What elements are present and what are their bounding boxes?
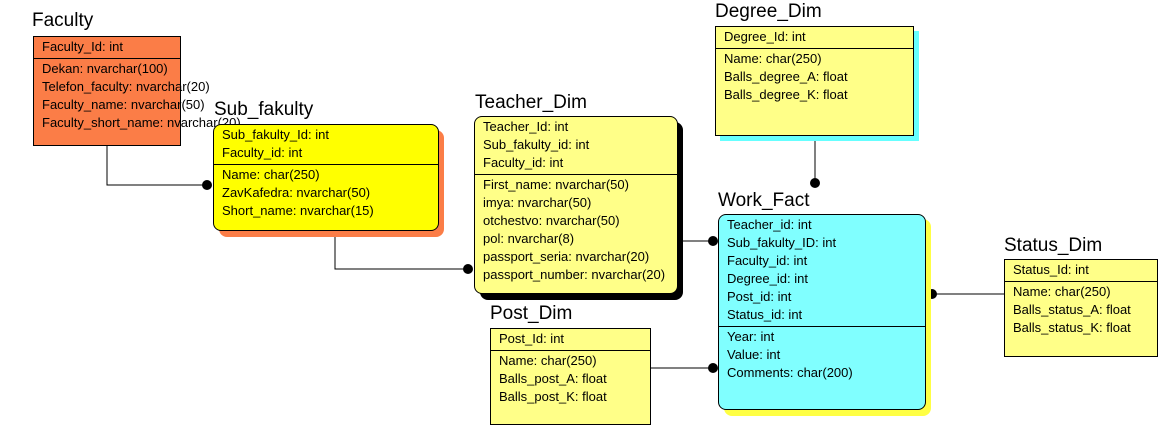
teacher-dim-attrs: First_name: nvarchar(50) imya: nvarchar(… <box>475 174 677 286</box>
post-dim-attrs: Name: char(250) Balls_post_A: float Ball… <box>491 350 650 408</box>
field-row: Status_Id: int <box>1013 262 1089 277</box>
degree-dim-keys: Degree_Id: int <box>716 27 913 48</box>
field-row: Sub_fakulty_ID: int <box>727 235 837 250</box>
field-row: Sub_fakulty_id: int <box>483 137 590 152</box>
status-dim-keys: Status_Id: int <box>1005 260 1157 281</box>
relation-dot <box>708 363 718 373</box>
sub-fakulty-title: Sub_fakulty <box>214 99 314 120</box>
field-row: ZavKafedra: nvarchar(50) <box>222 185 371 200</box>
work-fact-title: Work_Fact <box>718 190 810 211</box>
field-row: Year: int <box>727 329 775 344</box>
field-row: Degree_id: int <box>727 271 808 286</box>
field-row: Name: char(250) <box>499 353 597 368</box>
faculty-attrs: Dekan: nvarchar(100) Telefon_faculty: nv… <box>34 58 241 134</box>
field-row: Balls_degree_A: float <box>724 69 848 84</box>
post-dim-entity[interactable]: Post_Id: int Name: char(250) Balls_post_… <box>490 328 651 425</box>
field-row: Teacher_id: int <box>727 217 812 232</box>
faculty-subfakulty-line <box>106 146 207 186</box>
post-dim-title: Post_Dim <box>490 303 573 324</box>
field-row: Faculty_id: int <box>727 253 808 268</box>
degree-dim-attrs: Name: char(250) Balls_degree_A: float Ba… <box>716 48 913 106</box>
status-dim-title: Status_Dim <box>1004 235 1103 256</box>
sub-fakulty-entity[interactable]: Sub_fakulty_Id: int Faculty_id: int Name… <box>213 124 439 231</box>
post-dim-keys: Post_Id: int <box>491 329 650 350</box>
faculty-entity[interactable]: Faculty_Id: int Dekan: nvarchar(100) Tel… <box>33 36 241 146</box>
faculty-keys: Faculty_Id: int <box>34 37 180 58</box>
teacher-dim-entity[interactable]: Teacher_Id: int Sub_fakulty_id: int Facu… <box>474 116 678 294</box>
field-row: Faculty_Id: int <box>42 39 123 54</box>
relation-dot <box>463 264 473 274</box>
field-row: Status_id: int <box>727 307 803 322</box>
field-row: Faculty_id: int <box>222 145 303 160</box>
field-row: Balls_status_K: float <box>1013 320 1131 335</box>
status-dim-entity[interactable]: Status_Id: int Name: char(250) Balls_sta… <box>1004 259 1158 357</box>
field-row: Comments: char(200) <box>727 365 853 380</box>
field-row: Balls_post_A: float <box>499 371 607 386</box>
field-row: Short_name: nvarchar(15) <box>222 203 374 218</box>
teacher-dim-keys: Teacher_Id: int Sub_fakulty_id: int Facu… <box>475 117 677 174</box>
field-row: Faculty_name: nvarchar(50) <box>42 97 205 112</box>
field-row: Dekan: nvarchar(100) <box>42 61 168 76</box>
field-row: Name: char(250) <box>1013 284 1111 299</box>
field-row: passport_number: nvarchar(20) <box>483 267 666 282</box>
degree-dim-entity[interactable]: Degree_Id: int Name: char(250) Balls_deg… <box>715 26 914 136</box>
status-dim-attrs: Name: char(250) Balls_status_A: float Ba… <box>1005 281 1157 339</box>
field-row: Balls_post_K: float <box>499 389 607 404</box>
subfakulty-teacher-line <box>334 231 468 270</box>
sub-fakulty-attrs: Name: char(250) ZavKafedra: nvarchar(50)… <box>214 164 438 222</box>
sub-fakulty-keys: Sub_fakulty_Id: int Faculty_id: int <box>214 125 438 164</box>
work-fact-keys: Teacher_id: int Sub_fakulty_ID: int Facu… <box>719 215 925 326</box>
field-row: Name: char(250) <box>724 51 822 66</box>
teacher-dim-title: Teacher_Dim <box>475 92 587 113</box>
field-row: First_name: nvarchar(50) <box>483 177 629 192</box>
work-fact-attrs: Year: int Value: int Comments: char(200) <box>719 326 925 384</box>
field-row: Faculty_id: int <box>483 155 564 170</box>
field-row: Name: char(250) <box>222 167 320 182</box>
field-row: otchestvo: nvarchar(50) <box>483 213 620 228</box>
relation-dot <box>202 180 212 190</box>
field-row: passport_seria: nvarchar(20) <box>483 249 650 264</box>
relation-dot <box>708 236 718 246</box>
field-row: Telefon_faculty: nvarchar(20) <box>42 79 210 94</box>
field-row: pol: nvarchar(8) <box>483 231 575 246</box>
field-row: Post_id: int <box>727 289 792 304</box>
field-row: Value: int <box>727 347 781 362</box>
field-row: Degree_Id: int <box>724 29 806 44</box>
faculty-title: Faculty <box>32 10 94 31</box>
field-row: Teacher_Id: int <box>483 119 569 134</box>
field-row: Balls_degree_K: float <box>724 87 848 102</box>
relation-dot <box>810 178 820 188</box>
field-row: Sub_fakulty_Id: int <box>222 127 329 142</box>
field-row: imya: nvarchar(50) <box>483 195 592 210</box>
field-row: Balls_status_A: float <box>1013 302 1131 317</box>
field-row: Post_Id: int <box>499 331 565 346</box>
field-row: Faculty_short_name: nvarchar(20) <box>42 115 241 130</box>
degree-dim-title: Degree_Dim <box>715 1 822 22</box>
work-fact-entity[interactable]: Teacher_id: int Sub_fakulty_ID: int Facu… <box>718 214 926 410</box>
